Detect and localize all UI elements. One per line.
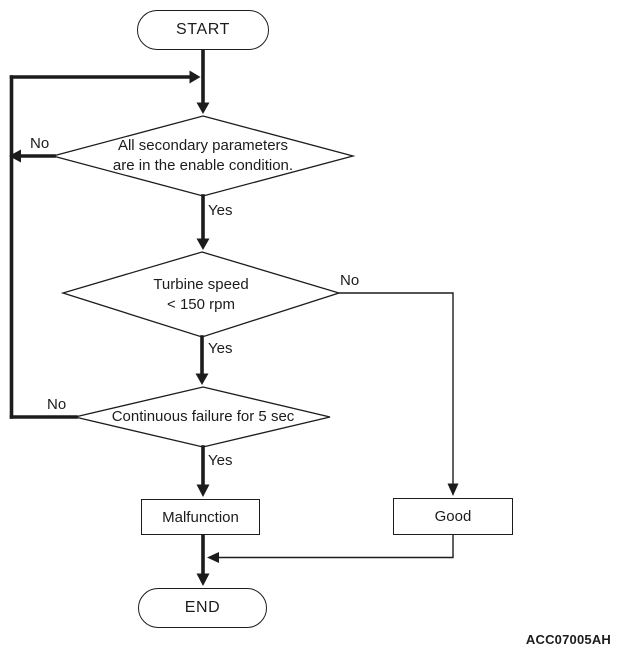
decision-turbine-line2: < 150 rpm: [167, 295, 235, 313]
decision-turbine-label: Turbine speed < 150 rpm: [63, 252, 339, 337]
malfunction-label: Malfunction: [162, 508, 239, 526]
decision-secondary-line1: All secondary parameters: [117, 137, 289, 154]
turbine-top-arrowhead: [196, 238, 210, 250]
good-merge-connector: [218, 535, 454, 559]
good-label: Good: [434, 508, 472, 525]
good-top-arrowhead: [447, 483, 459, 496]
decision-secondary-line2: are in the enable condition.: [112, 157, 294, 174]
secondary-no-label: No: [30, 135, 50, 152]
decision-failure-line1: Continuous failure for 5 sec: [111, 408, 295, 425]
secondary-yes-label: Yes: [208, 202, 233, 219]
figure-code: ACC07005AH: [525, 632, 611, 647]
end-node: END: [138, 588, 267, 628]
turbine-yes-label: Yes: [208, 340, 233, 357]
turbine-no-label: No: [340, 272, 360, 289]
end-label: END: [184, 599, 221, 616]
decision-failure-label: Continuous failure for 5 sec: [75, 387, 331, 447]
secondary-no-arrowhead: [9, 149, 21, 163]
decision-secondary-label: All secondary parameters are in the enab…: [53, 116, 353, 196]
loop-return-arrowhead: [189, 70, 201, 84]
secondary-top-arrowhead: [196, 102, 210, 114]
malfunction-node: Malfunction: [141, 499, 260, 535]
malfunction-top-arrowhead: [196, 484, 210, 497]
good-merge-arrowhead: [207, 552, 219, 563]
decision-turbine-line1: Turbine speed: [153, 275, 249, 293]
failure-top-arrowhead: [195, 373, 209, 385]
start-node: START: [137, 10, 269, 50]
good-node: Good: [393, 498, 513, 535]
end-top-arrowhead: [196, 573, 210, 586]
start-label: START: [176, 21, 230, 38]
failure-no-label: No: [47, 396, 67, 413]
failure-yes-label: Yes: [208, 452, 233, 469]
turbine-no-connector: [339, 292, 454, 484]
